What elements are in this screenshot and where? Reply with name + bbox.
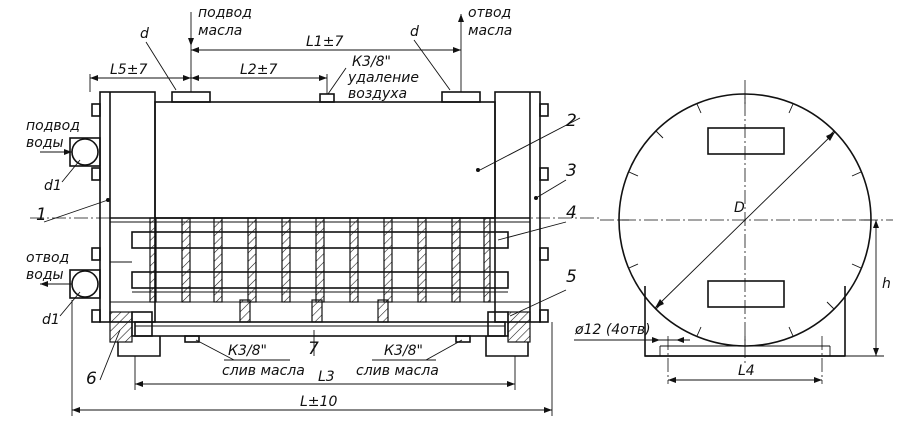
d-diameter-label: D xyxy=(734,200,745,216)
water-outlet-nozzle xyxy=(71,270,99,298)
callout-3: 3 xyxy=(566,161,577,181)
front-view xyxy=(30,91,600,357)
callout-2: 2 xyxy=(566,111,577,131)
dimensions xyxy=(40,12,884,416)
callout-4: 4 xyxy=(566,203,577,223)
drain-left xyxy=(184,335,200,343)
text-labels: подвод масла отвод масла d d L1±7 L2±7 L… xyxy=(26,5,891,410)
oil-pan xyxy=(134,321,506,337)
water-outlet-label-1: отвод xyxy=(26,250,69,266)
drain-left-label-2: слив масла xyxy=(222,363,305,379)
oil-inlet-label-2: масла xyxy=(198,23,242,39)
oil-outlet-label-2: масла xyxy=(468,23,512,39)
water-inlet-label-1: подвод xyxy=(26,118,80,134)
callout-1: 1 xyxy=(36,205,47,225)
foot-left xyxy=(117,336,161,357)
bolts-left xyxy=(91,103,101,323)
l3-label: L3 xyxy=(318,369,335,385)
side-view xyxy=(600,80,893,384)
water-inlet-nozzle xyxy=(71,138,99,166)
oil-outlet-nozzle xyxy=(441,91,481,103)
callout-7: 7 xyxy=(308,339,319,359)
baffles xyxy=(149,217,491,303)
oil-inlet-label-1: подвод xyxy=(198,5,252,21)
air-vent-label-2: удаление xyxy=(347,70,419,86)
drain-right-label-2: слив масла xyxy=(356,363,439,379)
drain-right-label-1: К3/8" xyxy=(384,343,423,359)
foot-right xyxy=(485,336,529,357)
l1-label: L1±7 xyxy=(306,34,343,50)
holes-label: ø12 (4отв) xyxy=(574,322,651,338)
l5-label: L5±7 xyxy=(110,62,147,78)
drain-right xyxy=(455,335,471,343)
air-vent-label-1: К3/8" xyxy=(352,54,391,70)
port-top xyxy=(707,127,785,155)
drain-left-label-1: К3/8" xyxy=(228,343,267,359)
callout-6: 6 xyxy=(86,369,97,389)
oil-outlet-label-1: отвод xyxy=(468,5,511,21)
l4-label: L4 xyxy=(738,363,755,379)
air-vent-label-3: воздуха xyxy=(348,86,407,102)
bolts-right xyxy=(539,103,549,323)
d-left-label: d xyxy=(140,26,149,42)
l-label: L±10 xyxy=(300,394,337,410)
d-right-label: d xyxy=(410,24,419,40)
d1-bottom-label: d1 xyxy=(42,312,60,328)
l2-label: L2±7 xyxy=(240,62,277,78)
water-outlet-label-2: воды xyxy=(26,267,64,283)
rim-ticks xyxy=(619,94,871,346)
air-vent-plug xyxy=(319,93,335,103)
oil-inlet-nozzle xyxy=(171,91,211,103)
water-inlet-label-2: воды xyxy=(26,135,64,151)
port-bottom xyxy=(707,280,785,308)
callout-5: 5 xyxy=(566,267,577,287)
h-label: h xyxy=(882,276,891,292)
d1-top-label: d1 xyxy=(44,178,62,194)
shell-body xyxy=(154,101,496,219)
